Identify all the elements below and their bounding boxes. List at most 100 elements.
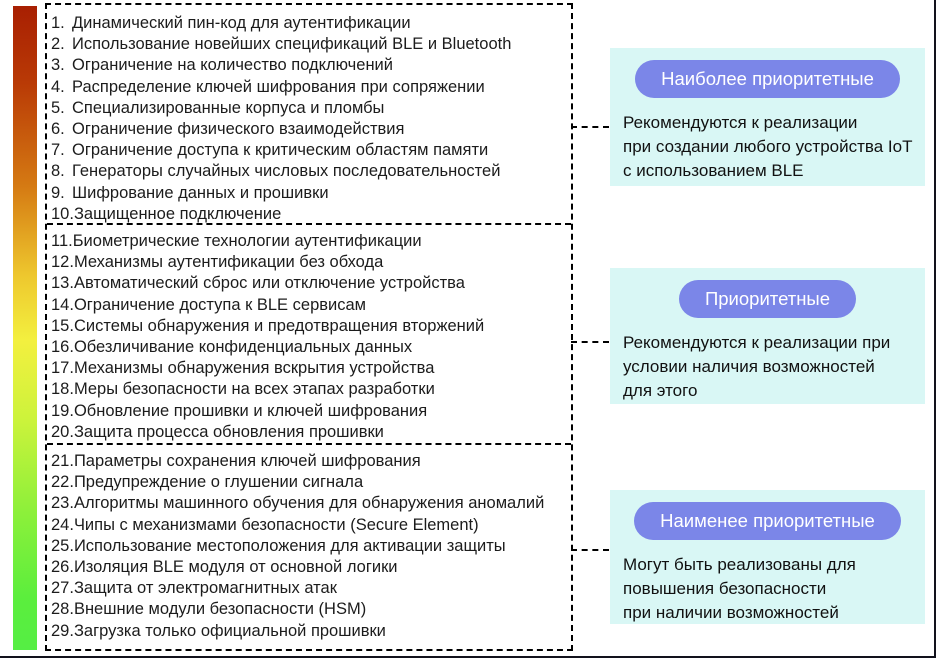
item-number: 3.	[51, 56, 65, 75]
list-item: 17.Механизмы обнаружения вскрытия устрой…	[51, 358, 571, 379]
item-number: 27.	[51, 579, 74, 598]
list-item: 19.Обновление прошивки и ключей шифрован…	[51, 401, 571, 422]
item-number: 26.	[51, 557, 74, 576]
list-item: 22.Предупреждение о глушении сигнала	[51, 472, 571, 493]
section-highest-priority: 1.Динамический пин-код для аутентификаци…	[47, 5, 571, 225]
list-item: 8.Генераторы случайных числовых последов…	[51, 161, 571, 182]
item-number: 25.	[51, 536, 74, 555]
list-item: 21.Параметры сохранения ключей шифровани…	[51, 451, 571, 472]
connector-line-highest	[571, 126, 609, 128]
section-lowest-priority: 21.Параметры сохранения ключей шифровани…	[47, 445, 571, 645]
list-item: 11.Биометрические технологии аутентифика…	[51, 231, 571, 252]
list-item: 3. Ограничение на количество подключений	[51, 55, 571, 76]
item-text: Использование местоположения для активац…	[73, 536, 506, 555]
item-text: Защищенное подключение	[73, 204, 282, 223]
item-number: 21.	[51, 452, 74, 470]
item-number: 19.	[51, 401, 74, 420]
list-item: 1.Динамический пин-код для аутентификаци…	[51, 13, 571, 34]
item-number: 8.	[51, 162, 65, 181]
priority-description-highest: Рекомендуются к реализации при создании …	[623, 113, 913, 180]
priority-card-medium: Приоритетные Рекомендуются к реализации …	[610, 268, 925, 404]
item-number: 22.	[51, 473, 74, 492]
priority-description-lowest: Могут быть реализованы для повышения без…	[623, 555, 856, 622]
list-item: 18.Меры безопасности на всех этапах разр…	[51, 379, 571, 400]
item-number: 12.	[51, 253, 74, 272]
item-text: Распределение ключей шифрования при сопр…	[72, 77, 485, 96]
item-text: Биометрические технологии аутентификации	[72, 232, 422, 250]
list-item: 4. Распределение ключей шифрования при со…	[51, 77, 571, 98]
item-text: Автоматический сброс или отключение устр…	[73, 274, 465, 293]
item-number: 9.	[51, 183, 65, 202]
priority-pill-highest: Наиболее приоритетные	[635, 60, 900, 98]
priority-description-medium: Рекомендуются к реализации при условии н…	[623, 333, 891, 400]
list-item: 7.Ограничение доступа к критическим обла…	[51, 140, 571, 161]
list-item: 2. Использование новейших спецификаций BL…	[51, 34, 571, 55]
item-text: Ограничение на количество подключений	[72, 56, 393, 75]
item-number: 14.	[51, 295, 74, 314]
priority-gradient-bar	[13, 6, 37, 650]
item-text: Обезличивание конфиденциальных данных	[73, 337, 413, 356]
list-item: 29.Загрузка только официальной прошивки	[51, 621, 571, 642]
measures-list-box: 1.Динамический пин-код для аутентификаци…	[45, 3, 573, 651]
section-medium-priority: 11.Биометрические технологии аутентифика…	[47, 225, 571, 445]
item-text: Внешние модули безопасности (HSM)	[73, 600, 367, 619]
item-number: 1.	[51, 14, 65, 32]
item-text: Чипы с механизмами безопасности (Secure …	[73, 515, 479, 534]
connector-line-lowest	[571, 549, 609, 551]
item-text: Механизмы аутентификации без обхода	[73, 253, 384, 272]
priority-pill-medium: Приоритетные	[678, 280, 857, 318]
list-item: 25.Использование местоположения для акти…	[51, 536, 571, 557]
item-number: 11.	[51, 232, 73, 250]
item-number: 16.	[51, 337, 74, 356]
item-text: Защита от электромагнитных атак	[73, 579, 337, 598]
priority-pill-lowest: Наименее приоритетные	[634, 502, 901, 540]
list-item: 6. Ограничение физического взаимодействия	[51, 119, 571, 140]
list-item: 12.Механизмы аутентификации без обхода	[51, 252, 571, 273]
item-number: 17.	[51, 359, 74, 378]
list-item: 9. Шифрование данных и прошивки	[51, 183, 571, 204]
priority-card-lowest: Наименее приоритетные Могут быть реализо…	[610, 490, 925, 624]
list-item: 23.Алгоритмы машинного обучения для обна…	[51, 493, 571, 514]
item-text: Меры безопасности на всех этапах разрабо…	[73, 380, 435, 399]
item-text: Ограничение доступа к BLE сервисам	[73, 295, 367, 314]
item-text: Ограничение физического взаимодействия	[72, 119, 405, 138]
item-number: 28.	[51, 600, 74, 619]
item-text: Загрузка только официальной прошивки	[73, 621, 386, 640]
list-item: 24.Чипы с механизмами безопасности (Secu…	[51, 515, 571, 536]
item-number: 29.	[51, 621, 74, 640]
item-text: Механизмы обнаружения вскрытия устройств…	[73, 359, 435, 378]
slide-border-bottom	[0, 656, 936, 658]
list-item: 5. Специализированные корпуса и пломбы	[51, 98, 571, 119]
item-text: Параметры сохранения ключей шифрования	[73, 452, 421, 470]
item-text: Предупреждение о глушении сигнала	[73, 473, 364, 492]
item-number: 23.	[51, 494, 74, 513]
item-number: 5.	[51, 98, 65, 117]
priority-card-highest: Наиболее приоритетные Рекомендуются к ре…	[610, 48, 925, 186]
item-text: Обновление прошивки и ключей шифрования	[73, 401, 428, 420]
item-text: Алгоритмы машинного обучения для обнаруж…	[73, 494, 545, 513]
list-item: 14.Ограничение доступа к BLE сервисам	[51, 295, 571, 316]
list-item: 10.Защищенное подключение	[51, 204, 571, 225]
item-text: Изоляция BLE модуля от основной логики	[73, 557, 398, 576]
item-number: 13.	[51, 274, 74, 293]
list-item: 16.Обезличивание конфиденциальных данных	[51, 337, 571, 358]
item-number: 18.	[51, 380, 74, 399]
item-text: Системы обнаружения и предотвращения вто…	[73, 316, 485, 335]
list-item: 27.Защита от электромагнитных атак	[51, 578, 571, 599]
item-number: 10.	[51, 204, 74, 223]
item-text: Использование новейших спецификаций BLE …	[72, 35, 512, 54]
list-item: 20.Защита процесса обновления прошивки	[51, 422, 571, 443]
list-item: 28.Внешние модули безопасности (HSM)	[51, 599, 571, 620]
item-text: Специализированные корпуса и пломбы	[72, 98, 385, 117]
list-item: 15.Системы обнаружения и предотвращения …	[51, 316, 571, 337]
item-number: 4.	[51, 77, 65, 96]
item-number: 6.	[51, 119, 65, 138]
item-number: 7.	[51, 141, 65, 160]
item-number: 20.	[51, 422, 74, 441]
slide-border-right	[934, 0, 936, 658]
item-number: 2.	[51, 35, 65, 54]
item-text: Шифрование данных и прошивки	[72, 183, 329, 202]
item-number: 15.	[51, 316, 74, 335]
item-text: Защита процесса обновления прошивки	[73, 422, 384, 441]
